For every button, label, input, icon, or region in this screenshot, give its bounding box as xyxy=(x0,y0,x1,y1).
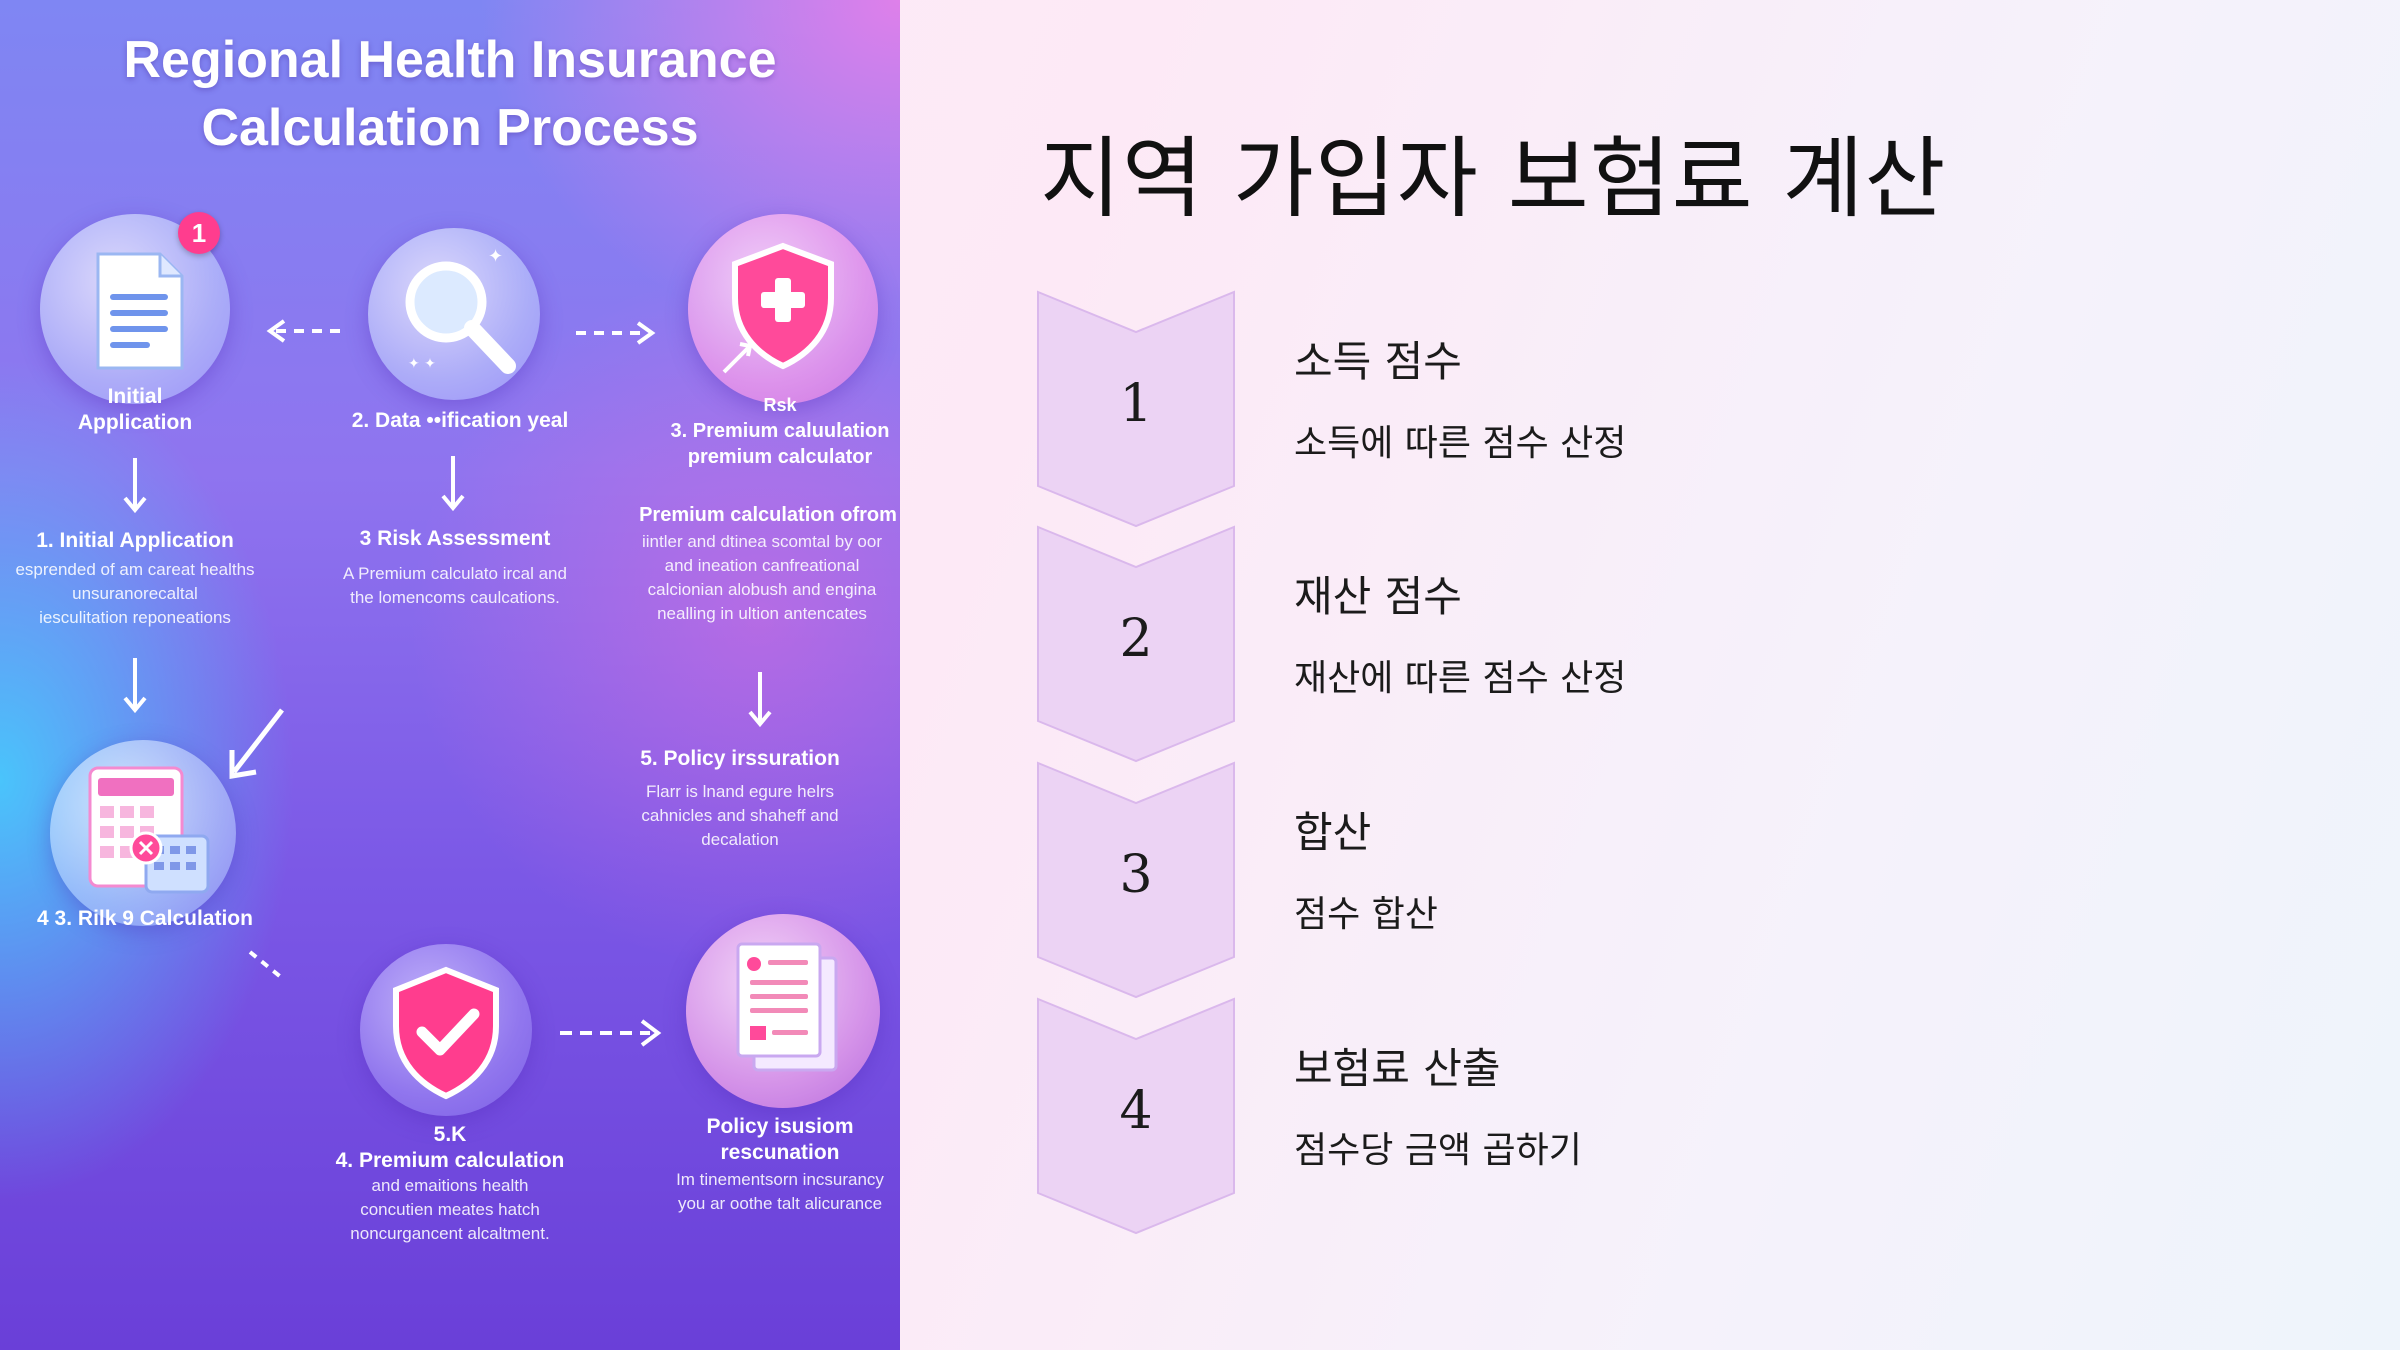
node1-label-b: Application xyxy=(77,411,193,434)
risk-desc: A Premium calculato ircal and the lomenc… xyxy=(343,564,567,607)
notification-badge: 1 xyxy=(178,212,220,254)
policy-document-node xyxy=(686,914,880,1108)
chevron-shape xyxy=(1037,290,1235,528)
step-number: 1 xyxy=(1119,374,1153,434)
check-label-b: 4. Premium calculation xyxy=(335,1149,565,1172)
down-arrow-icon xyxy=(748,672,772,728)
shield-node xyxy=(688,214,878,404)
step-number: 4 xyxy=(1119,1081,1153,1141)
magnifier-icon: ✦ ✦ ✦ xyxy=(405,246,516,374)
check-label-a: 5.K xyxy=(433,1123,467,1146)
search-node: ✦ ✦ ✦ xyxy=(368,228,540,400)
node3-label-b: 3. Premium caluulation xyxy=(670,420,890,442)
svg-text:✦ ✦: ✦ ✦ xyxy=(408,356,436,372)
process-infographic: Regional Health Insurance Calculation Pr… xyxy=(0,0,900,1350)
step-description: 재산에 따른 점수 산정 xyxy=(1294,658,1627,699)
document-icon xyxy=(96,252,184,370)
doc-label-a: Policy isusiom xyxy=(706,1115,854,1138)
dashed-arrow-right-icon xyxy=(576,321,656,345)
infographic-title-line2: Calculation Process xyxy=(201,99,699,157)
down-arrow-icon xyxy=(123,458,147,514)
premium-title: Premium calculation ofrom xyxy=(639,504,897,526)
step-title: 합산 xyxy=(1294,808,1372,857)
step-title: 보험료 산출 xyxy=(1294,1044,1501,1093)
page-title: 지역 가입자 보험료 계산 xyxy=(1040,127,1947,230)
chevron-shape xyxy=(1037,997,1235,1235)
premium-desc: iintler and dtinea scomtal by oor and in… xyxy=(641,532,883,623)
down-arrow-icon xyxy=(123,658,147,714)
medical-shield-icon xyxy=(722,242,834,374)
doc-desc: Im tinementsorn incsurancy you ar oothe … xyxy=(676,1170,884,1213)
calculator-icon xyxy=(88,766,210,894)
node1-label-a: Initial xyxy=(107,385,163,408)
step-description: 점수 합산 xyxy=(1294,894,1438,935)
step1-title: 1. Initial Application xyxy=(36,529,234,552)
step-item-3: 3 합산 점수 합산 xyxy=(1036,761,2236,1001)
doc-label-b: rescunation xyxy=(720,1141,840,1164)
node1-label: Initial Application xyxy=(20,384,250,436)
policy-issue-title: 5. Policy irssuration xyxy=(640,747,840,770)
svg-text:✦: ✦ xyxy=(488,246,503,267)
diagonal-arrow-icon xyxy=(229,708,284,779)
step-item-1: 1 소득 점수 소득에 따른 점수 산정 xyxy=(1036,290,2236,530)
step-description: 소득에 따른 점수 산정 xyxy=(1294,423,1627,464)
step-item-4: 4 보험료 산출 점수당 금액 곱하기 xyxy=(1036,997,2236,1237)
step-title: 소득 점수 xyxy=(1294,337,1462,386)
check-label: 5.K 4. Premium calculation xyxy=(300,1122,600,1174)
dashed-arrow-right-icon xyxy=(560,1019,662,1047)
node3-label: Rsk 3. Premium caluulation premium calcu… xyxy=(640,392,900,470)
node3-label-a: Rsk xyxy=(763,395,797,415)
step-number: 3 xyxy=(1119,845,1153,905)
infographic-title: Regional Health Insurance Calculation Pr… xyxy=(0,26,900,162)
chevron-shape xyxy=(1037,525,1235,763)
chevron-shape xyxy=(1037,761,1235,999)
calculator-node xyxy=(50,740,236,926)
node3-label-c: premium calculator xyxy=(687,446,873,468)
risk-title: 3 Risk Assessment xyxy=(359,527,551,550)
doc-label: Policy isusiom rescunation xyxy=(630,1114,900,1166)
policy-issue-desc: Flarr is lnand egure helrs cahnicles and… xyxy=(641,782,839,849)
step-item-2: 2 재산 점수 재산에 따른 점수 산정 xyxy=(1036,525,2236,765)
node2-label: 2. Data ••ification yeal xyxy=(351,409,569,432)
infographic-title-line1: Regional Health Insurance xyxy=(123,31,777,89)
check-node xyxy=(360,944,532,1116)
down-arrow-icon xyxy=(441,456,465,512)
dashed-connector-icon xyxy=(248,950,284,980)
policy-document-icon xyxy=(736,942,838,1072)
step-title: 재산 점수 xyxy=(1294,572,1462,621)
step-description: 점수당 금액 곱하기 xyxy=(1294,1130,1582,1171)
dashed-arrow-left-icon xyxy=(266,319,346,343)
check-desc: and emaitions health concutien meates ha… xyxy=(350,1176,550,1243)
step1-desc: esprended of am careat healths unsuranor… xyxy=(15,560,255,627)
step-number: 2 xyxy=(1119,609,1153,669)
calc-label: 4 3. Rilk 9 Calculation xyxy=(37,907,253,930)
check-shield-icon xyxy=(393,966,499,1100)
